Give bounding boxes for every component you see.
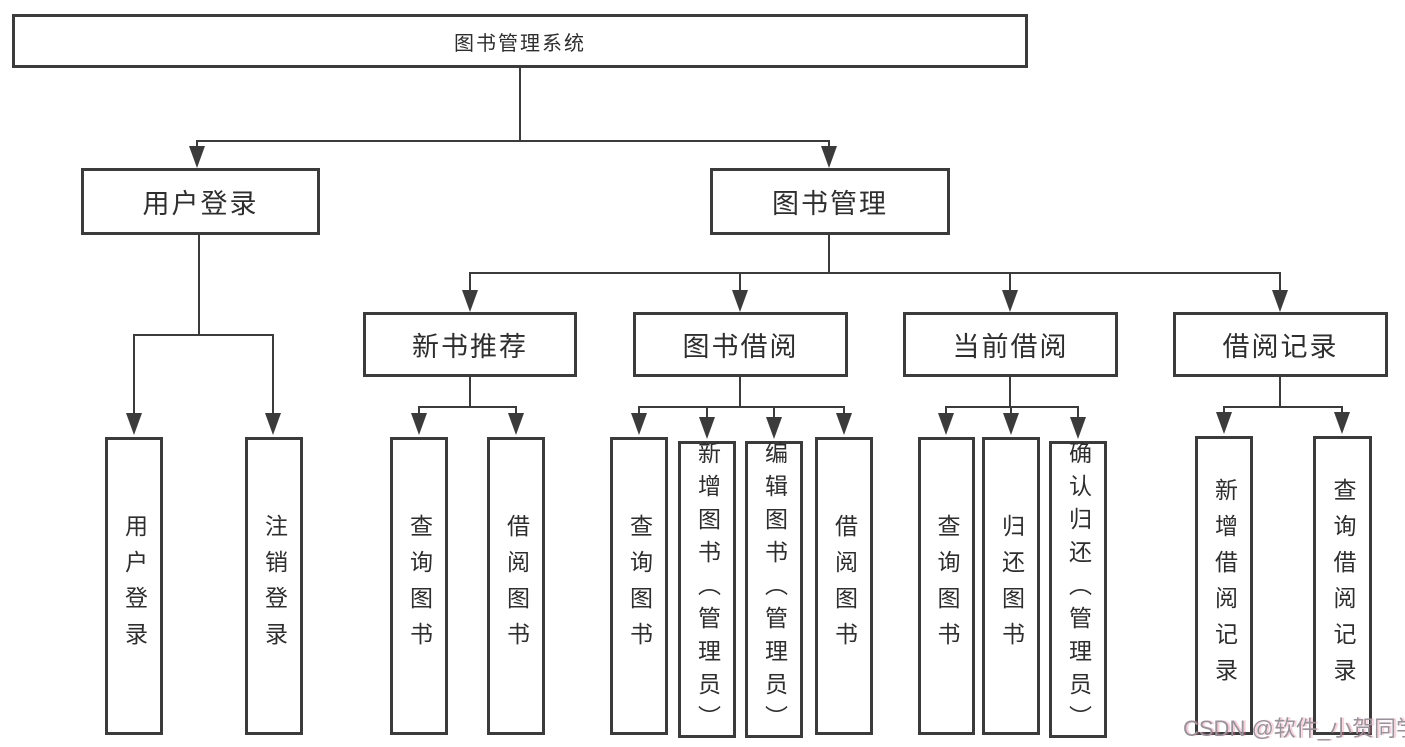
connector-ul-right xyxy=(272,334,274,415)
connector-bookmgmt-stub xyxy=(828,235,830,274)
connector-nb-stub xyxy=(469,377,471,408)
leaf-br-add-record-label: 新增借阅记录 xyxy=(1211,477,1238,694)
connector-cb-2 xyxy=(1010,406,1012,415)
leaf-bb-borrow-books: 借阅图书 xyxy=(815,437,873,735)
connector-userlogin-bar xyxy=(133,334,274,336)
node-user-login-label: 用户登录 xyxy=(142,189,259,219)
connector-br-right xyxy=(1341,406,1343,414)
arrow-down-icon xyxy=(189,146,205,168)
arrow-down-icon xyxy=(1070,417,1086,439)
node-root: 图书管理系统 xyxy=(12,14,1028,68)
node-new-book-recommend-label: 新书推荐 xyxy=(412,332,528,362)
connector-bb-stub xyxy=(739,377,741,408)
leaf-bb-edit-books-admin: 编辑图书（管理员） xyxy=(745,441,803,738)
arrow-down-icon xyxy=(411,413,427,435)
leaf-nb-query-books-label: 查询图书 xyxy=(406,514,433,658)
connector-bb-4 xyxy=(843,406,845,415)
arrow-down-icon xyxy=(1002,290,1018,312)
leaf-cb-query-books: 查询图书 xyxy=(918,437,975,735)
node-book-management: 图书管理 xyxy=(710,168,950,235)
connector-bb-bar xyxy=(638,406,845,408)
leaf-bb-add-books-admin: 新增图书（管理员） xyxy=(678,441,736,738)
connector-bb-2 xyxy=(706,406,708,419)
connector-root-stub xyxy=(519,68,521,142)
connector-l2-left-stub xyxy=(196,140,198,148)
leaf-cb-confirm-return-admin: 确认归还（管理员） xyxy=(1049,441,1107,738)
csdn-watermark: CSDN @软件_小贺同学 xyxy=(1183,716,1405,741)
leaf-cb-return-books-label: 归还图书 xyxy=(998,514,1025,658)
connector-nb-bar xyxy=(418,406,517,408)
connector-cb-3 xyxy=(1077,406,1079,419)
leaf-user-login-label: 用户登录 xyxy=(121,514,148,658)
connector-l3-bar xyxy=(469,272,1281,274)
arrow-down-icon xyxy=(126,413,142,435)
connector-l3-stub-4 xyxy=(1279,272,1281,292)
node-new-book-recommend: 新书推荐 xyxy=(363,312,577,377)
leaf-nb-borrow-books-label: 借阅图书 xyxy=(503,514,530,658)
connector-br-left xyxy=(1223,406,1225,414)
connector-br-stub xyxy=(1279,377,1281,408)
node-book-management-label: 图书管理 xyxy=(772,189,888,219)
arrow-down-icon xyxy=(508,413,524,435)
node-current-borrow-label: 当前借阅 xyxy=(952,332,1069,362)
connector-cb-stub xyxy=(1009,377,1011,408)
connector-nb-left xyxy=(418,406,420,415)
connector-cb-1 xyxy=(945,406,947,415)
node-root-label: 图书管理系统 xyxy=(454,32,586,55)
arrow-down-icon xyxy=(938,413,954,435)
connector-l2-bar xyxy=(196,140,830,142)
connector-l3-stub-1 xyxy=(469,272,471,292)
arrow-down-icon xyxy=(1334,412,1350,434)
leaf-br-query-record: 查询借阅记录 xyxy=(1313,436,1372,735)
arrow-down-icon xyxy=(821,146,837,168)
leaf-bb-query-books: 查询图书 xyxy=(610,437,668,735)
connector-l3-stub-3 xyxy=(1009,272,1011,292)
leaf-bb-add-books-admin-label: 新增图书（管理员） xyxy=(694,441,721,738)
node-user-login: 用户登录 xyxy=(81,168,320,235)
node-borrow-records: 借阅记录 xyxy=(1173,312,1388,377)
leaf-logout-label: 注销登录 xyxy=(261,514,288,658)
arrow-down-icon xyxy=(265,413,281,435)
node-book-borrow-label: 图书借阅 xyxy=(682,332,799,362)
arrow-down-icon xyxy=(699,417,715,439)
leaf-nb-query-books: 查询图书 xyxy=(390,437,448,735)
arrow-down-icon xyxy=(732,290,748,312)
arrow-down-icon xyxy=(1003,413,1019,435)
connector-ul-left xyxy=(133,334,135,415)
node-borrow-records-label: 借阅记录 xyxy=(1222,332,1339,362)
arrow-down-icon xyxy=(1272,290,1288,312)
leaf-logout: 注销登录 xyxy=(245,437,303,735)
leaf-bb-query-books-label: 查询图书 xyxy=(626,514,653,658)
arrow-down-icon xyxy=(631,413,647,435)
node-current-borrow: 当前借阅 xyxy=(903,312,1118,377)
leaf-bb-edit-books-admin-label: 编辑图书（管理员） xyxy=(761,441,788,738)
arrow-down-icon xyxy=(836,413,852,435)
leaf-br-query-record-label: 查询借阅记录 xyxy=(1330,477,1356,694)
arrow-down-icon xyxy=(1216,412,1232,434)
leaf-user-login: 用户登录 xyxy=(105,437,163,735)
connector-userlogin-stub xyxy=(198,235,200,336)
arrow-down-icon xyxy=(766,417,782,439)
leaf-bb-borrow-books-label: 借阅图书 xyxy=(831,514,858,658)
arrow-down-icon xyxy=(462,290,478,312)
leaf-br-add-record: 新增借阅记录 xyxy=(1195,436,1253,735)
connector-bb-3 xyxy=(773,406,775,419)
node-book-borrow: 图书借阅 xyxy=(633,312,848,377)
connector-bb-1 xyxy=(638,406,640,415)
connector-nb-right xyxy=(515,406,517,415)
connector-l3-stub-2 xyxy=(739,272,741,292)
leaf-cb-confirm-return-admin-label: 确认归还（管理员） xyxy=(1065,441,1092,738)
connector-cb-bar xyxy=(945,406,1079,408)
connector-br-bar xyxy=(1223,406,1343,408)
leaf-cb-query-books-label: 查询图书 xyxy=(934,514,960,658)
leaf-nb-borrow-books: 借阅图书 xyxy=(487,437,545,735)
connector-l2-right-stub xyxy=(828,140,830,148)
leaf-cb-return-books: 归还图书 xyxy=(982,437,1040,735)
